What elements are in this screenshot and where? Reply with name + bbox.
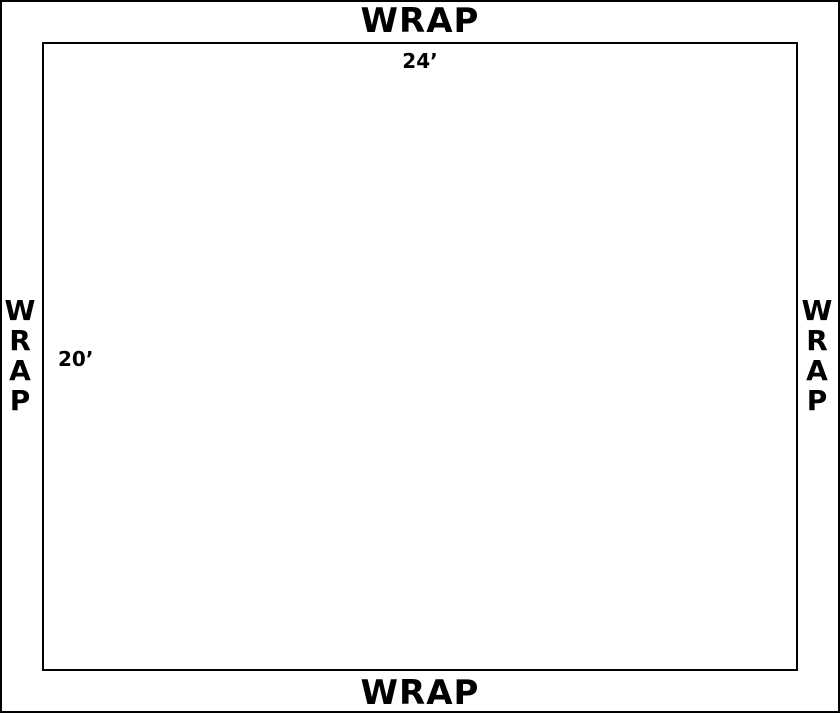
- wrap-label-bottom: WRAP: [360, 673, 480, 713]
- wrap-letter: A: [806, 354, 828, 387]
- wrap-letter: P: [9, 384, 31, 417]
- dimension-width-label: 24’: [402, 49, 438, 73]
- inner-panel: [42, 42, 798, 671]
- wrap-letter: W: [4, 294, 36, 327]
- wrap-letter: W: [801, 294, 833, 327]
- wrap-letter: R: [9, 324, 31, 357]
- dimension-height-label: 20’: [58, 347, 94, 371]
- wrap-letter: A: [9, 354, 31, 387]
- wrap-letter: R: [806, 324, 828, 357]
- wrap-letter: P: [806, 384, 828, 417]
- wrap-label-top: WRAP: [360, 1, 480, 41]
